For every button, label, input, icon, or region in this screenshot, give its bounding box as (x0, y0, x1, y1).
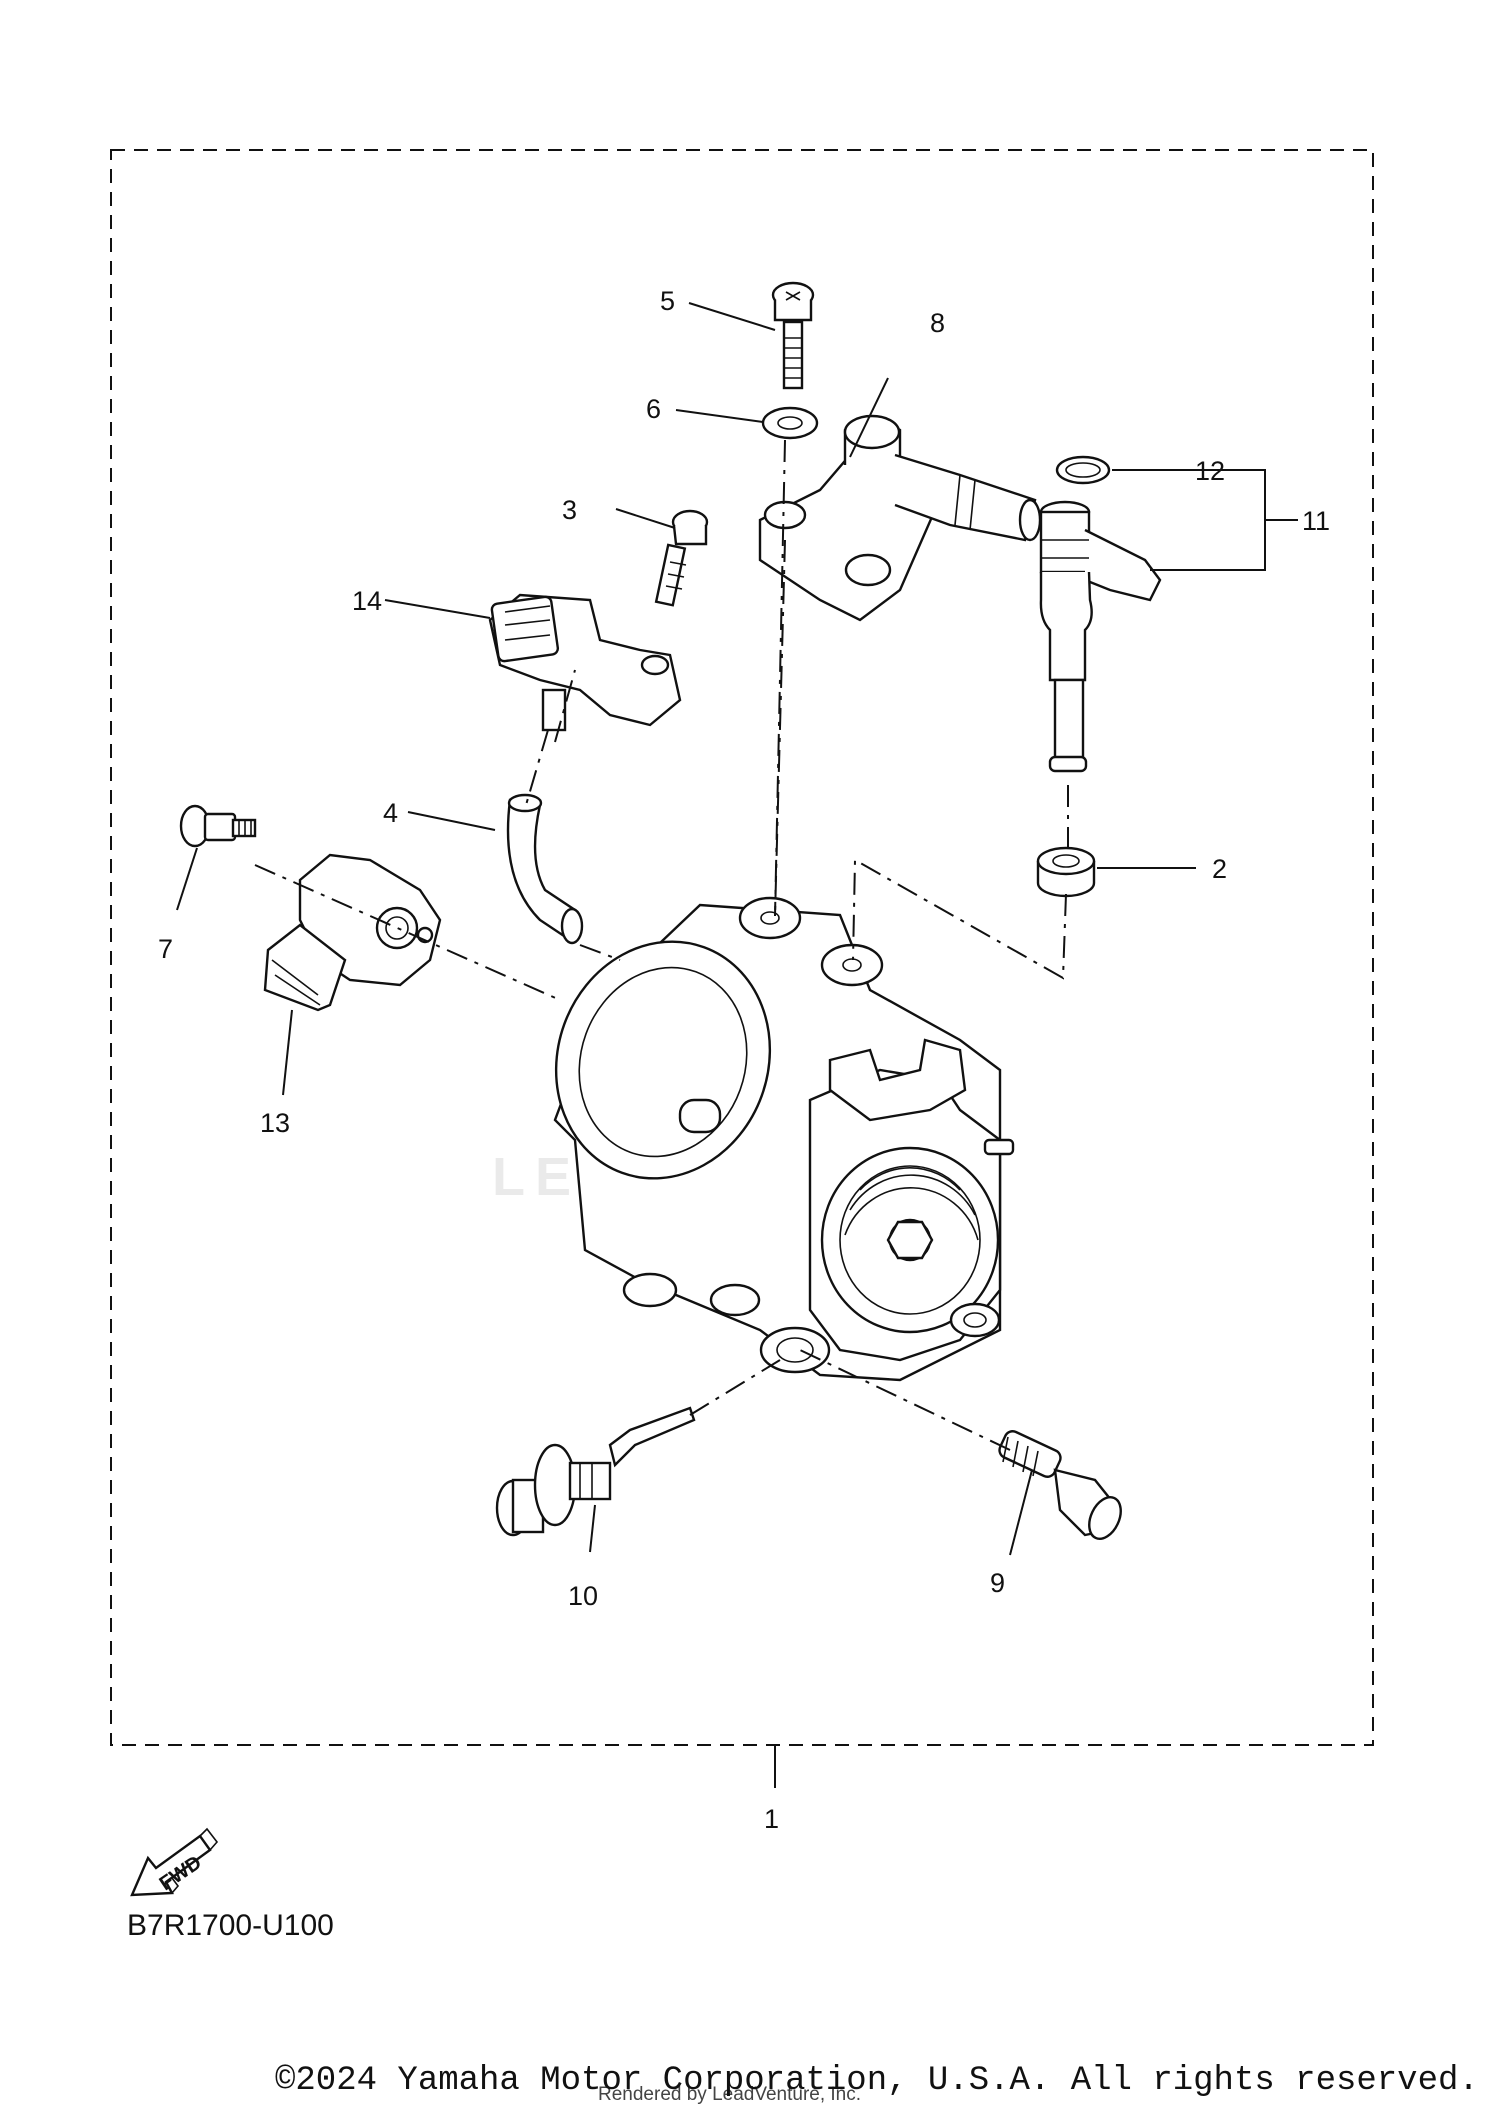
part-6-washer (761, 406, 819, 440)
part-8-fuel-fitting (758, 414, 1042, 622)
callout-10: 10 (568, 1581, 598, 1611)
part-12-o-ring (1055, 455, 1111, 485)
part-11-injector (1039, 500, 1162, 773)
fwd-arrow-icon: FWD (130, 1827, 219, 1897)
part-14-sensor (488, 593, 682, 732)
throttle-body (553, 896, 1015, 1382)
callout-7: 7 (158, 934, 173, 964)
callout-11: 11 (1302, 506, 1330, 536)
callouts: 5 8 6 12 11 3 14 4 2 7 13 9 10 1 (158, 286, 1330, 1834)
callout-14: 14 (352, 586, 382, 616)
part-3-screw (654, 509, 709, 607)
part-2-seal (1036, 846, 1096, 898)
copyright-text: ©2024 Yamaha Motor Corporation, U.S.A. A… (275, 2062, 1479, 2100)
diagram-code: B7R1700-U100 (127, 1909, 334, 1942)
callout-8: 8 (930, 308, 945, 338)
callout-13: 13 (260, 1108, 290, 1138)
part-4-hose (506, 793, 584, 945)
alignment-lines (254, 439, 1069, 1451)
callout-12: 12 (1195, 456, 1225, 486)
callout-4: 4 (383, 798, 398, 828)
rendered-by-text: Rendered by LeadVenture, Inc. (598, 2084, 862, 2105)
callout-5: 5 (660, 286, 675, 316)
part-10-screw (495, 1406, 696, 1537)
callout-6: 6 (646, 394, 661, 424)
callout-9: 9 (990, 1568, 1005, 1598)
callout-2: 2 (1212, 854, 1227, 884)
assembly-frame (110, 149, 1374, 1746)
part-9-screw (998, 1430, 1122, 1540)
leader-lines (176, 302, 1298, 1788)
part-7-screw (179, 804, 257, 848)
part-13-sensor (263, 853, 442, 1012)
part-5-screw (771, 281, 815, 390)
callout-1: 1 (764, 1804, 779, 1834)
callout-3: 3 (562, 495, 577, 525)
